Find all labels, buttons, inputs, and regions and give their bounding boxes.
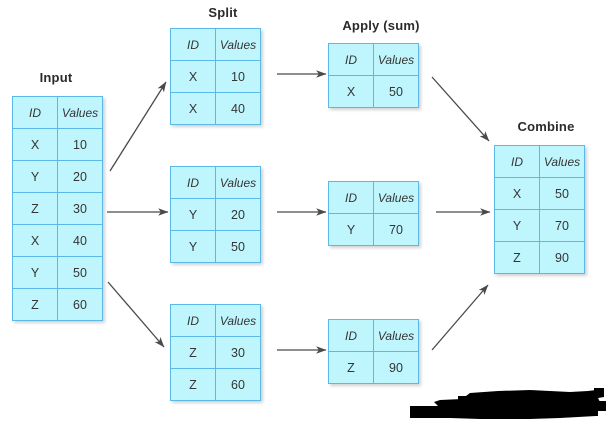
arrow-input-to-split-x	[109, 81, 167, 172]
table-split-x: ID Values X 10 X 40	[170, 28, 261, 125]
table-row-header: ID Values	[328, 43, 419, 76]
cell-id: Y	[170, 198, 216, 231]
column-header-values: Values	[373, 43, 419, 76]
cell-value: 20	[215, 198, 261, 231]
cell-id: Y	[170, 230, 216, 263]
table-row-header: ID Values	[494, 145, 585, 178]
cell-id: Y	[12, 160, 58, 193]
table-row: X 50	[494, 177, 585, 210]
table-row-header: ID Values	[170, 166, 261, 199]
cell-id: Z	[12, 192, 58, 225]
table-row: Z 30	[12, 192, 103, 225]
cell-id: Z	[170, 336, 216, 369]
cell-value: 10	[215, 60, 261, 93]
cell-value: 20	[57, 160, 103, 193]
table-row-header: ID Values	[12, 96, 103, 129]
cell-value: 30	[57, 192, 103, 225]
table-row: X 50	[328, 75, 419, 108]
table-split-y: ID Values Y 20 Y 50	[170, 166, 261, 263]
title-combine: Combine	[517, 119, 575, 134]
column-header-values: Values	[215, 304, 261, 337]
cell-id: X	[494, 177, 540, 210]
table-apply-y: ID Values Y 70	[328, 181, 419, 246]
column-header-id: ID	[170, 28, 216, 61]
column-header-values: Values	[373, 181, 419, 214]
cell-value: 50	[215, 230, 261, 263]
table-row: Y 20	[12, 160, 103, 193]
table-row: Y 50	[170, 230, 261, 263]
column-header-id: ID	[12, 96, 58, 129]
column-header-id: ID	[328, 319, 374, 352]
table-apply-x: ID Values X 50	[328, 43, 419, 108]
table-row: X 40	[12, 224, 103, 257]
cell-value: 90	[539, 241, 585, 274]
table-row-header: ID Values	[170, 28, 261, 61]
title-split: Split	[208, 5, 238, 20]
table-row: Y 70	[328, 213, 419, 246]
cell-value: 50	[57, 256, 103, 289]
table-row: X 10	[170, 60, 261, 93]
cell-value: 70	[539, 209, 585, 242]
table-combine: ID Values X 50 Y 70 Z 90	[494, 145, 585, 274]
title-input: Input	[39, 70, 73, 85]
table-row: Y 70	[494, 209, 585, 242]
cell-value: 60	[57, 288, 103, 321]
table-row: X 10	[12, 128, 103, 161]
table-apply-z: ID Values Z 90	[328, 319, 419, 384]
cell-value: 50	[539, 177, 585, 210]
table-row-header: ID Values	[328, 181, 419, 214]
column-header-values: Values	[215, 28, 261, 61]
table-row: X 40	[170, 92, 261, 125]
cell-id: X	[12, 224, 58, 257]
table-row: Z 30	[170, 336, 261, 369]
cell-id: Z	[12, 288, 58, 321]
cell-value: 40	[215, 92, 261, 125]
column-header-id: ID	[170, 166, 216, 199]
table-row-header: ID Values	[170, 304, 261, 337]
column-header-id: ID	[328, 43, 374, 76]
table-split-z: ID Values Z 30 Z 60	[170, 304, 261, 401]
cell-id: Y	[12, 256, 58, 289]
column-header-id: ID	[328, 181, 374, 214]
column-header-values: Values	[57, 96, 103, 129]
cell-id: Y	[328, 213, 374, 246]
cell-value: 30	[215, 336, 261, 369]
column-header-values: Values	[215, 166, 261, 199]
arrow-apply-x-to-combine	[431, 76, 490, 142]
table-row: Z 60	[12, 288, 103, 321]
arrow-input-to-split-z	[107, 281, 165, 348]
cell-id: Y	[494, 209, 540, 242]
table-row: Z 60	[170, 368, 261, 401]
cell-value: 50	[373, 75, 419, 108]
cell-id: X	[170, 60, 216, 93]
cell-value: 60	[215, 368, 261, 401]
column-header-values: Values	[373, 319, 419, 352]
arrow-apply-z-to-combine	[431, 284, 489, 351]
table-row: Z 90	[494, 241, 585, 274]
cell-value: 10	[57, 128, 103, 161]
table-row: Z 90	[328, 351, 419, 384]
title-apply: Apply (sum)	[342, 18, 420, 33]
table-row-header: ID Values	[328, 319, 419, 352]
cell-id: X	[12, 128, 58, 161]
table-row: Y 20	[170, 198, 261, 231]
cell-id: Z	[494, 241, 540, 274]
cell-id: Z	[328, 351, 374, 384]
cell-value: 90	[373, 351, 419, 384]
cell-id: Z	[170, 368, 216, 401]
cell-id: X	[328, 75, 374, 108]
redacted-watermark	[410, 388, 606, 419]
table-input: ID Values X 10 Y 20 Z 30 X 40 Y 50	[12, 96, 103, 321]
column-header-id: ID	[494, 145, 540, 178]
table-row: Y 50	[12, 256, 103, 289]
column-header-id: ID	[170, 304, 216, 337]
cell-id: X	[170, 92, 216, 125]
cell-value: 40	[57, 224, 103, 257]
cell-value: 70	[373, 213, 419, 246]
column-header-values: Values	[539, 145, 585, 178]
